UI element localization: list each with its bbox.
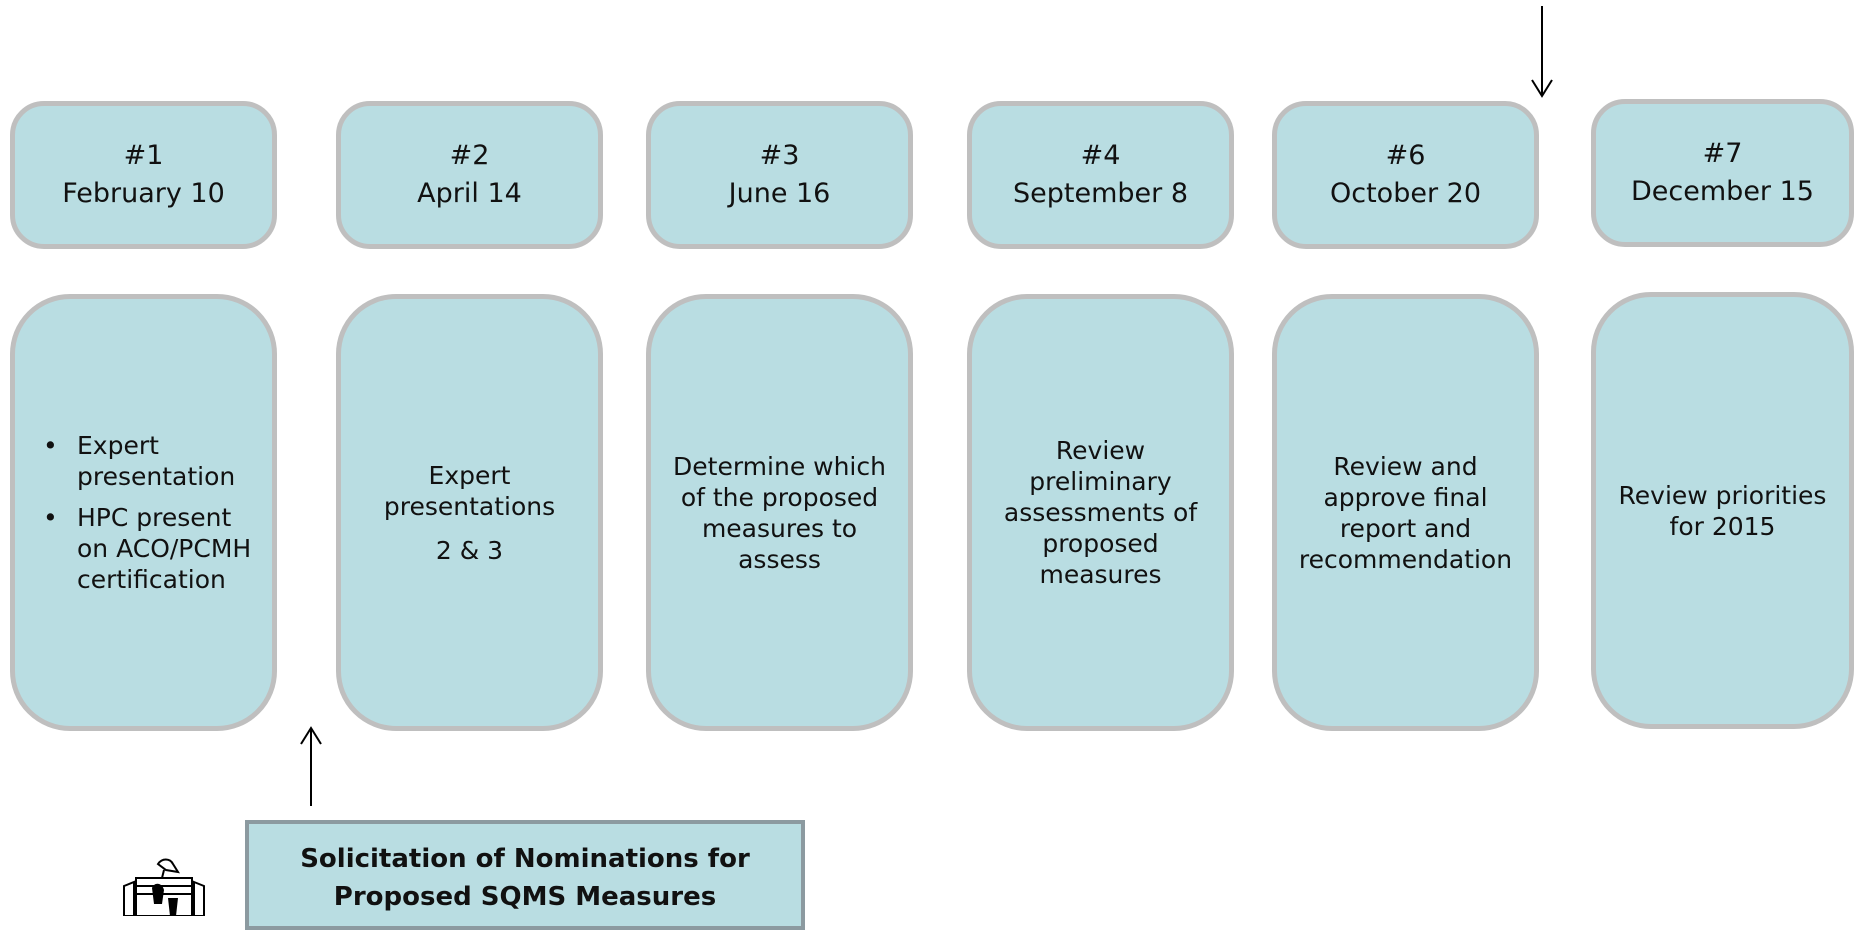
solicitation-box: Solicitation of Nominations for Proposed…	[245, 820, 805, 930]
meeting-number: #3	[759, 140, 800, 171]
meeting-number: #6	[1385, 140, 1426, 171]
description-text: Determine which of the proposed measures…	[673, 451, 886, 574]
meeting-date: October 20	[1330, 178, 1481, 209]
description-text: Review preliminary assessments of propos…	[1003, 436, 1198, 589]
meeting-4-date-box: #4 September 8	[967, 101, 1234, 249]
arrow-up-icon	[300, 726, 322, 806]
list-item: •HPC present on ACO/PCMH certification	[43, 503, 252, 594]
meeting-number: #1	[123, 140, 164, 171]
meeting-date: September 8	[1013, 178, 1188, 209]
solicitation-line-2: Proposed SQMS Measures	[333, 882, 717, 912]
meeting-3-date-box: #3 June 16	[646, 101, 913, 249]
meeting-6-description: Review and approve final report and reco…	[1272, 294, 1539, 731]
state-seal-icon	[123, 858, 205, 916]
list-item: •Expert presentation	[43, 431, 236, 491]
description-text: 2 & 3	[435, 535, 504, 565]
meeting-2-date-box: #2 April 14	[336, 101, 603, 249]
meeting-3-description: Determine which of the proposed measures…	[646, 294, 913, 731]
meeting-number: #7	[1702, 138, 1743, 169]
description-text: Review and approve final report and reco…	[1298, 451, 1513, 574]
meeting-number: #4	[1080, 140, 1121, 171]
meeting-7-description: Review priorities for 2015	[1591, 292, 1854, 729]
meeting-date: June 16	[728, 178, 831, 209]
meeting-6-date-box: #6 October 20	[1272, 101, 1539, 249]
meeting-1-description: •Expert presentation •HPC present on ACO…	[10, 294, 277, 731]
meeting-date: February 10	[62, 178, 225, 209]
bullet-icon: •	[43, 431, 58, 460]
solicitation-line-1: Solicitation of Nominations for	[300, 844, 750, 874]
meeting-date: December 15	[1631, 176, 1814, 207]
bullet-icon: •	[43, 503, 58, 532]
meeting-7-date-box: #7 December 15	[1591, 99, 1854, 247]
meeting-date: April 14	[417, 178, 522, 209]
meeting-2-description: Expert presentations 2 & 3	[336, 294, 603, 731]
meeting-1-date-box: #1 February 10	[10, 101, 277, 249]
meeting-4-description: Review preliminary assessments of propos…	[967, 294, 1234, 731]
description-text: Review priorities for 2015	[1618, 480, 1827, 541]
arrow-down-icon	[1531, 6, 1553, 98]
bullet-list: •Expert presentation •HPC present on ACO…	[29, 430, 258, 595]
meeting-number: #2	[449, 140, 490, 171]
description-text: Expert presentations	[383, 460, 556, 521]
